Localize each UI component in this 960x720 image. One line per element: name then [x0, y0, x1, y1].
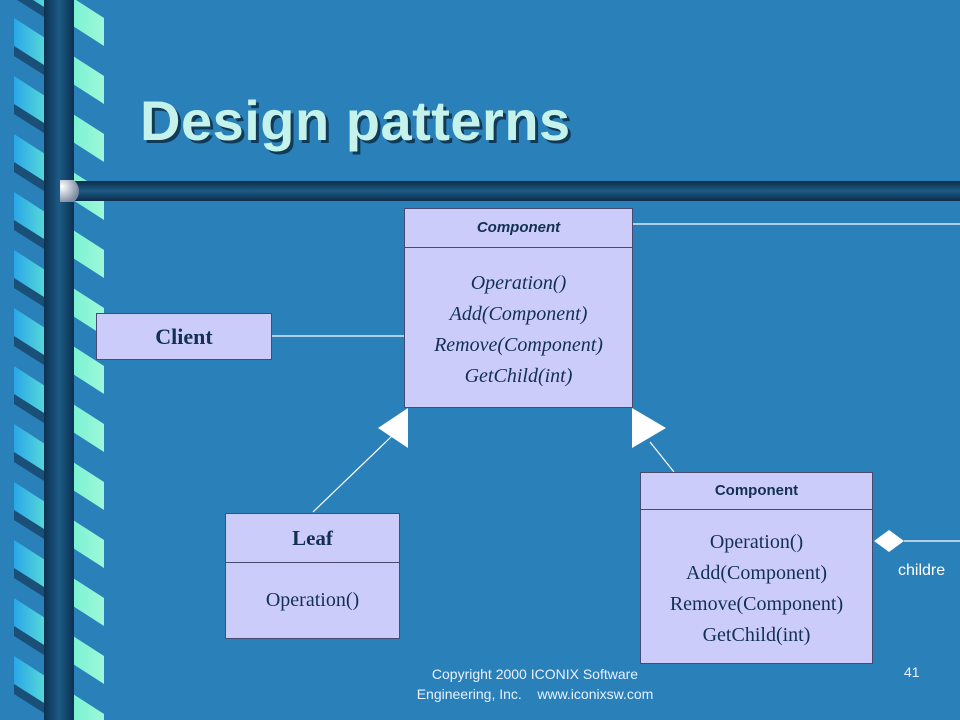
- component-operations: Operation() Add(Component) Remove(Compon…: [405, 248, 632, 392]
- title-divider: [60, 180, 960, 202]
- add-method: Add(Component): [685, 562, 828, 584]
- footer-line-1: Copyright 2000 ICONIX Software: [431, 666, 639, 682]
- operation-method: Operation(): [265, 589, 360, 611]
- ribbon-shadow: [14, 46, 44, 75]
- aggregation-role-label: childre: [898, 562, 946, 579]
- composite-operations: Operation() Add(Component) Remove(Compon…: [641, 510, 872, 651]
- slide-title: Design patterns: [140, 89, 571, 152]
- component-class-name: Component: [405, 209, 632, 248]
- ribbon-shadow: [14, 452, 44, 481]
- decorative-ribbon: [14, 0, 104, 720]
- operation-method: Operation(): [709, 531, 804, 553]
- getchild-method: GetChild(int): [464, 365, 573, 387]
- page-number: 41: [904, 664, 920, 680]
- ribbon-shadow: [14, 626, 44, 655]
- leaf-class-name: Leaf: [226, 514, 399, 563]
- ribbon-shadow: [14, 104, 44, 133]
- aggregation-diamond: [874, 530, 904, 552]
- ribbon-shadow: [14, 336, 44, 365]
- composite-inheritance-arrowhead: [632, 408, 666, 448]
- component-class: Component Operation() Add(Component) Rem…: [404, 208, 633, 408]
- ribbon-shadow: [14, 684, 44, 713]
- add-method: Add(Component): [449, 303, 588, 325]
- composite-generalization-line: [649, 441, 675, 473]
- client-class: Client: [96, 313, 272, 360]
- leaf-generalization-line: [312, 435, 393, 513]
- copyright-footer: Copyright 2000 ICONIX Software Engineeri…: [380, 664, 690, 704]
- operation-method: Operation(): [470, 272, 567, 294]
- composite-class: Component Operation() Add(Component) Rem…: [640, 472, 873, 664]
- remove-method: Remove(Component): [669, 593, 844, 615]
- leaf-operations: Operation(): [226, 563, 399, 612]
- ribbon-shadow: [17, 0, 44, 17]
- ribbon-shadow: [14, 394, 44, 423]
- ribbon-shadow: [14, 162, 44, 191]
- remove-method: Remove(Component): [434, 334, 603, 356]
- footer-line-2: Engineering, Inc. www.iconixsw.com: [416, 686, 654, 702]
- ribbon-shadow: [14, 278, 44, 307]
- leaf-class: Leaf Operation(): [225, 513, 400, 639]
- getchild-method: GetChild(int): [702, 624, 811, 646]
- ribbon-shadow: [14, 510, 44, 539]
- ribbon-shadow: [14, 220, 44, 249]
- client-class-name: Client: [155, 324, 213, 349]
- ribbon-shadow: [14, 568, 44, 597]
- composite-class-name: Component: [641, 473, 872, 510]
- leaf-inheritance-arrowhead: [378, 408, 408, 448]
